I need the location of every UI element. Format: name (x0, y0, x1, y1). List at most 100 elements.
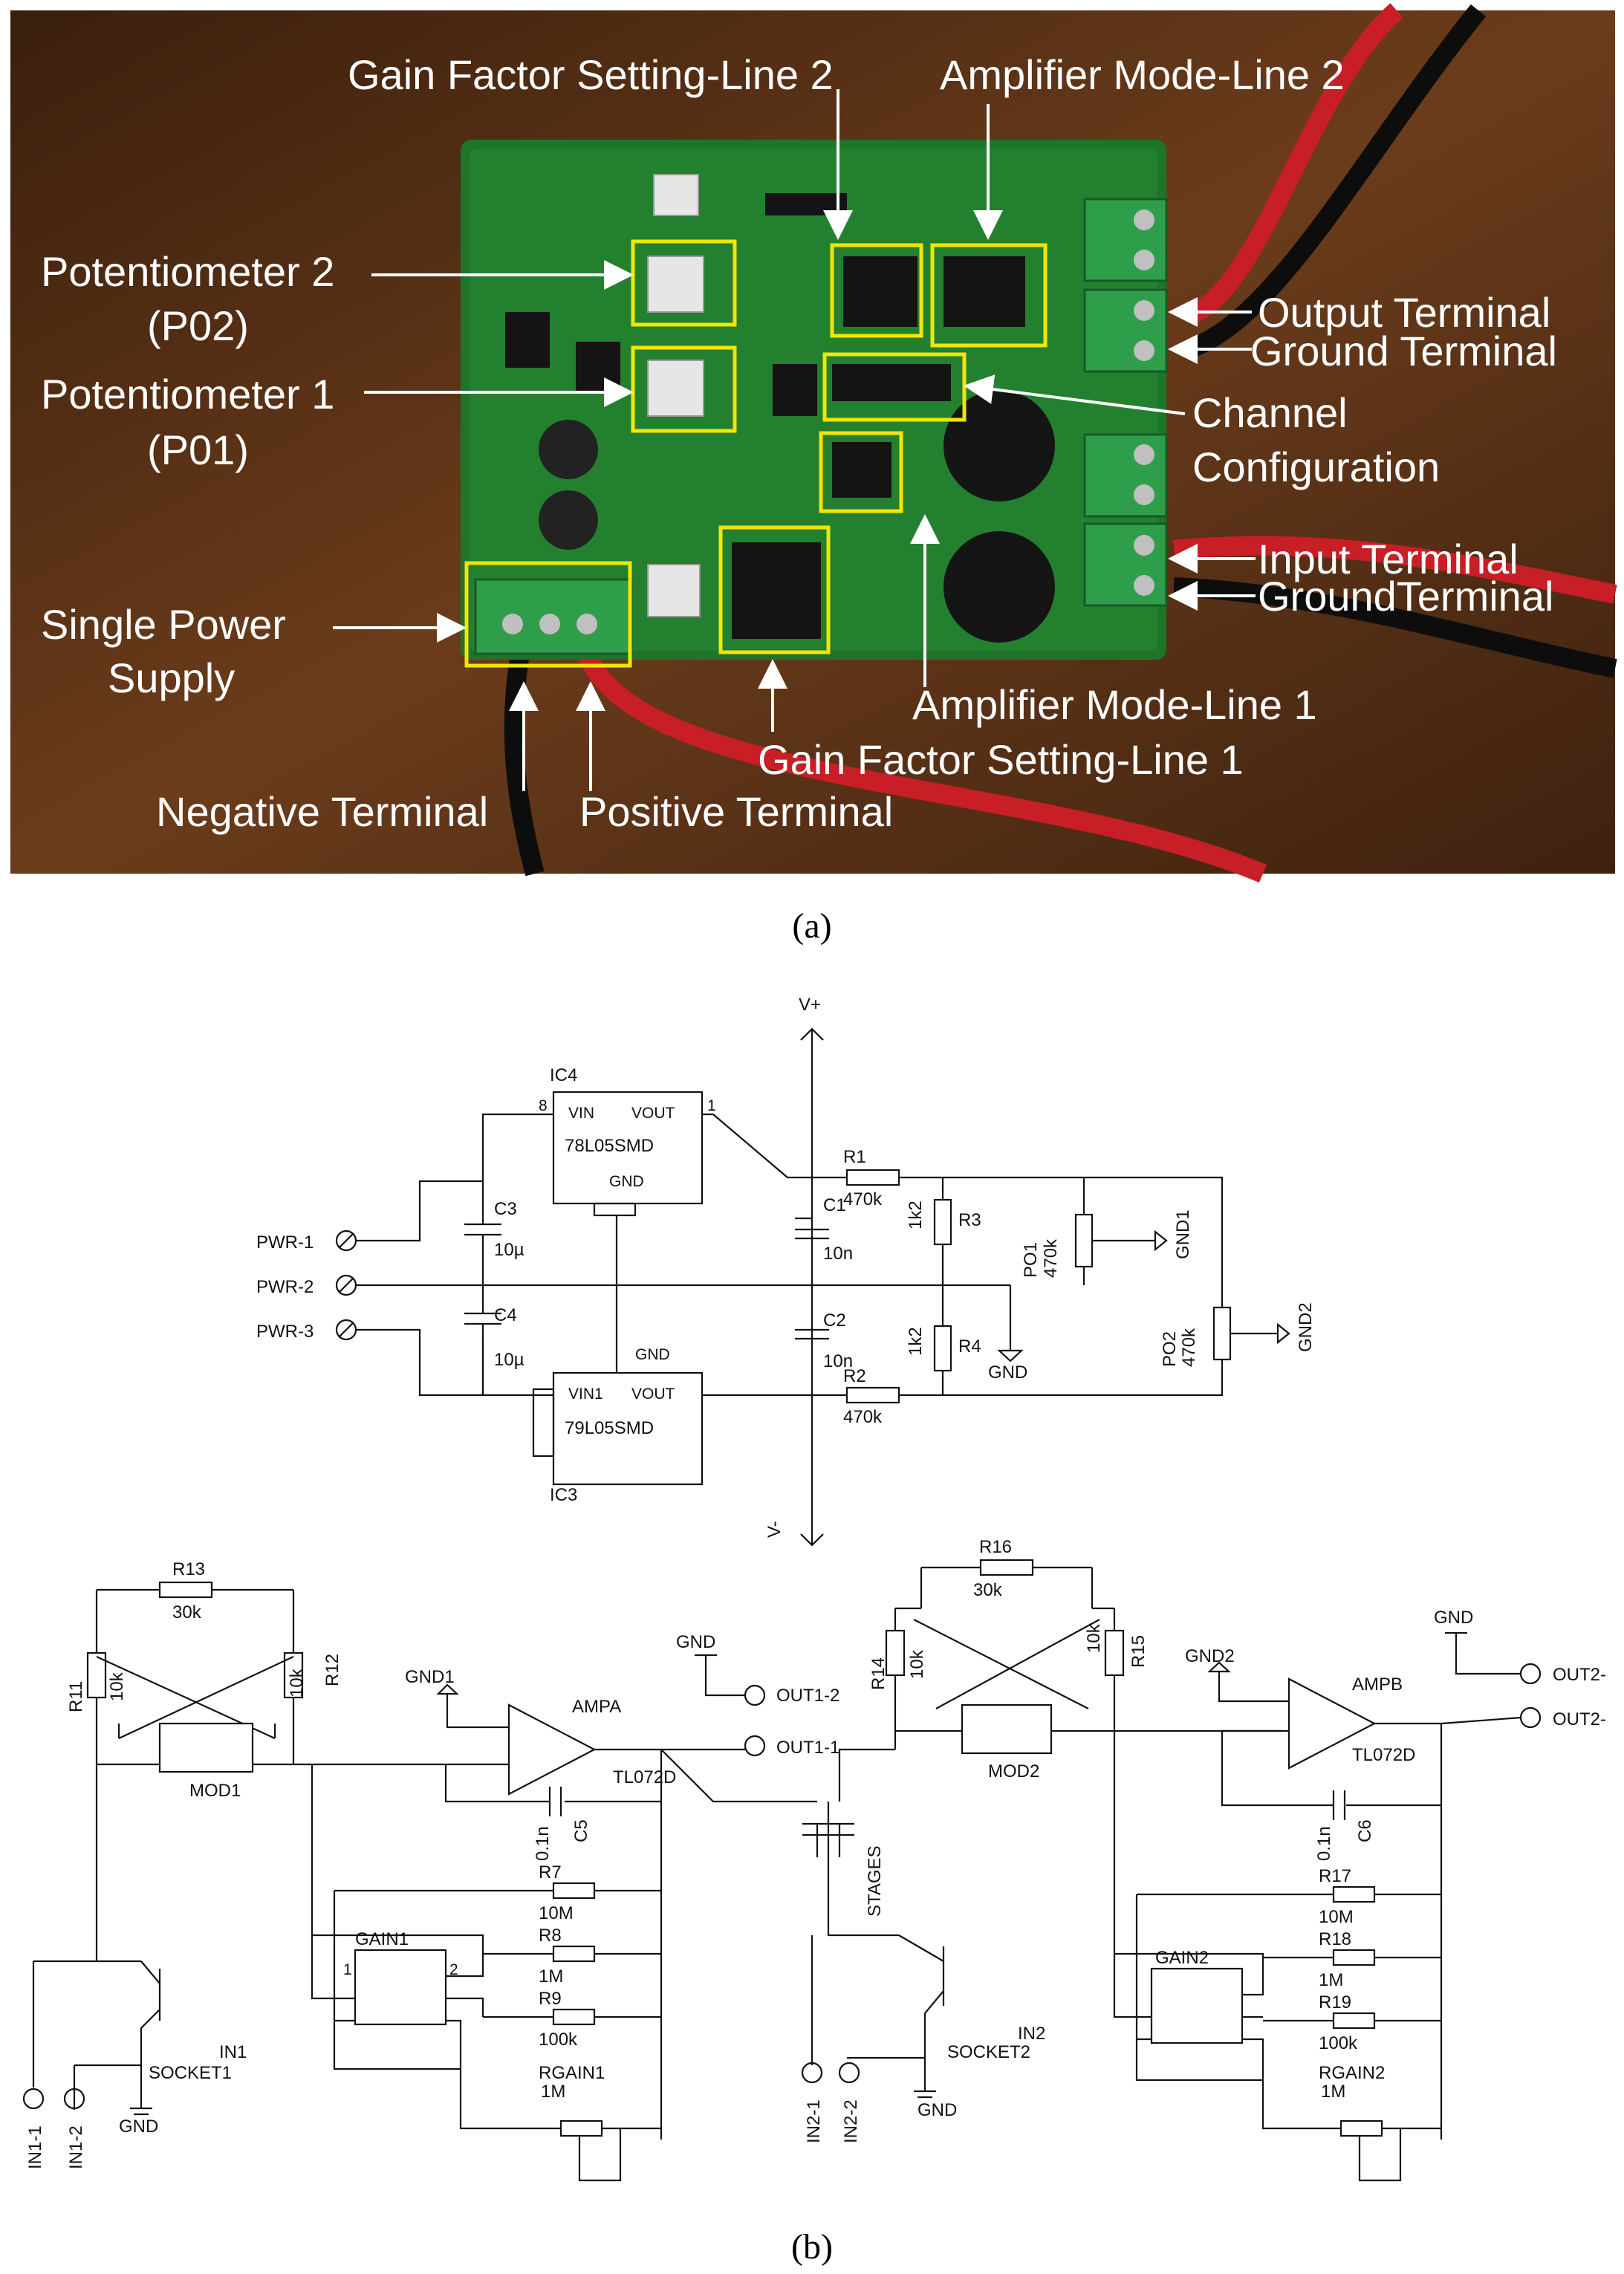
ic3-vin: VIN1 (568, 1385, 603, 1403)
out2-1-terminal (1519, 1663, 1542, 1685)
wire-red-bottom (577, 649, 1267, 883)
mod1-label: MOD1 (189, 1781, 241, 1801)
r13-value: 30k (172, 1602, 202, 1622)
rgain1 (559, 2119, 603, 2137)
ic3-label: IC3 (550, 1485, 577, 1505)
ic4-pin1: 1 (707, 1097, 716, 1114)
ampb-label: AMPB (1352, 1674, 1403, 1695)
rgain1-value: 1M (541, 2082, 565, 2102)
gain1-pin2: 2 (449, 1961, 458, 1978)
gain2-label: GAIN2 (1155, 1948, 1209, 1968)
photo-panel: Gain Factor Setting-Line 2 Amplifier Mod… (10, 3, 1617, 883)
r4-value: 1k2 (906, 1327, 926, 1356)
out1-1-terminal (744, 1735, 766, 1757)
in1-label: IN1 (219, 2042, 247, 2062)
stages-label: STAGES (865, 1845, 885, 1917)
ampa-gnd1: GND1 (405, 1667, 455, 1687)
label-amp-line2: Amplifier Mode-Line 2 (940, 51, 1345, 98)
ic3-gnd: GND (635, 1346, 670, 1363)
r17-value: 10M (1319, 1907, 1354, 1927)
c1-label: C1 (823, 1195, 846, 1215)
label-gain-line2: Gain Factor Setting-Line 2 (348, 51, 834, 98)
gnd-label-power: GND (988, 1362, 1027, 1383)
ampa-label: AMPA (572, 1697, 621, 1717)
c4-value: 10µ (494, 1350, 524, 1370)
in1-1-label: IN1-1 (25, 2125, 45, 2169)
c2-value: 10n (823, 1351, 853, 1371)
r7-value: 10M (539, 1903, 574, 1923)
rgain1-label: RGAIN1 (539, 2063, 605, 2083)
rgain2-label: RGAIN2 (1319, 2063, 1385, 2083)
label-output-terminal: Output Terminal (1258, 289, 1550, 336)
r4-label: R4 (958, 1336, 981, 1357)
vplus-label: V+ (799, 995, 821, 1015)
label-pot2-id: (P02) (147, 302, 249, 349)
r17-label: R17 (1319, 1866, 1351, 1886)
c3-label: C3 (494, 1199, 517, 1219)
wire-black-right (1173, 577, 1617, 678)
in1-1-terminal (22, 2088, 45, 2110)
out2-2-label: OUT2- (1553, 1709, 1606, 1729)
ic4-vin: VIN (568, 1105, 594, 1122)
r18-value: 1M (1319, 1970, 1343, 1990)
bnc-sockets (943, 390, 1055, 643)
ampa-opamp (507, 1703, 597, 1796)
c5-label: C5 (571, 1819, 591, 1842)
po2 (1212, 1306, 1232, 1361)
r3-value: 1k2 (906, 1201, 926, 1229)
r19-label: R19 (1319, 1992, 1351, 2013)
r8 (552, 1945, 596, 1963)
schematic-panel: V+ V- IC4 VIN VOUT 78L05SMD GND 8 1 IC3 … (22, 995, 1606, 2182)
in2-label: IN2 (1018, 2024, 1045, 2044)
label-pot1-id: (P01) (147, 426, 249, 473)
r12-value: 10k (287, 1668, 307, 1698)
in2-1-label: IN2-1 (804, 2099, 824, 2143)
r12-label: R12 (322, 1654, 342, 1686)
r18-label: R18 (1319, 1929, 1351, 1949)
r1 (845, 1169, 900, 1186)
r18 (1332, 1949, 1376, 1966)
c3-value: 10µ (494, 1240, 524, 1260)
caption-b: (b) (791, 2227, 833, 2267)
label-configuration: Configuration (1192, 444, 1440, 490)
r14-value: 10k (907, 1649, 927, 1679)
socket2-label: SOCKET2 (947, 2042, 1030, 2062)
in2-2-label: IN2-2 (841, 2099, 861, 2143)
c6-value: 0.1n (1314, 1826, 1334, 1861)
socket2-gnd: GND (917, 2100, 957, 2120)
r19-value: 100k (1319, 2033, 1358, 2053)
r2 (845, 1386, 900, 1404)
c4-label: C4 (494, 1305, 517, 1325)
out2-1-label: OUT2- (1553, 1665, 1606, 1685)
ic4-vout: VOUT (631, 1105, 675, 1122)
r9-label: R9 (539, 1989, 562, 2009)
r16 (979, 1559, 1034, 1576)
pwr3-label: PWR-3 (256, 1322, 314, 1342)
r16-value: 30k (973, 1580, 1003, 1600)
r8-label: R8 (539, 1926, 562, 1946)
label-negative-terminal: Negative Terminal (156, 788, 488, 835)
c6-label: C6 (1355, 1819, 1375, 1842)
label-pot1: Potentiometer 1 (41, 371, 334, 418)
r15-value: 10k (1084, 1623, 1104, 1653)
ampb-gnd2: GND2 (1185, 1646, 1235, 1666)
label-channel: Channel (1192, 389, 1348, 436)
ic4-block (552, 1091, 704, 1205)
socket1-label: SOCKET1 (149, 2063, 232, 2083)
label-single-power: Single Power (41, 601, 286, 648)
ic4-pin8: 8 (539, 1097, 548, 1114)
r7-label: R7 (539, 1862, 562, 1882)
gain1-label: GAIN1 (355, 1929, 409, 1949)
pwr-terminals (335, 1229, 357, 1341)
r8-value: 1M (539, 1966, 563, 1986)
ic3-block (552, 1371, 704, 1486)
r3-label: R3 (958, 1210, 981, 1230)
label-ground-terminal-bottom: GroundTerminal (1258, 573, 1553, 620)
pwr1-label: PWR-1 (256, 1232, 314, 1253)
mod1-block (158, 1722, 254, 1773)
ic4-gnd: GND (609, 1173, 644, 1190)
label-gain-line1: Gain Factor Setting-Line 1 (758, 736, 1244, 783)
ic4-label: IC4 (550, 1065, 577, 1085)
ampa-part: TL072D (613, 1767, 676, 1787)
